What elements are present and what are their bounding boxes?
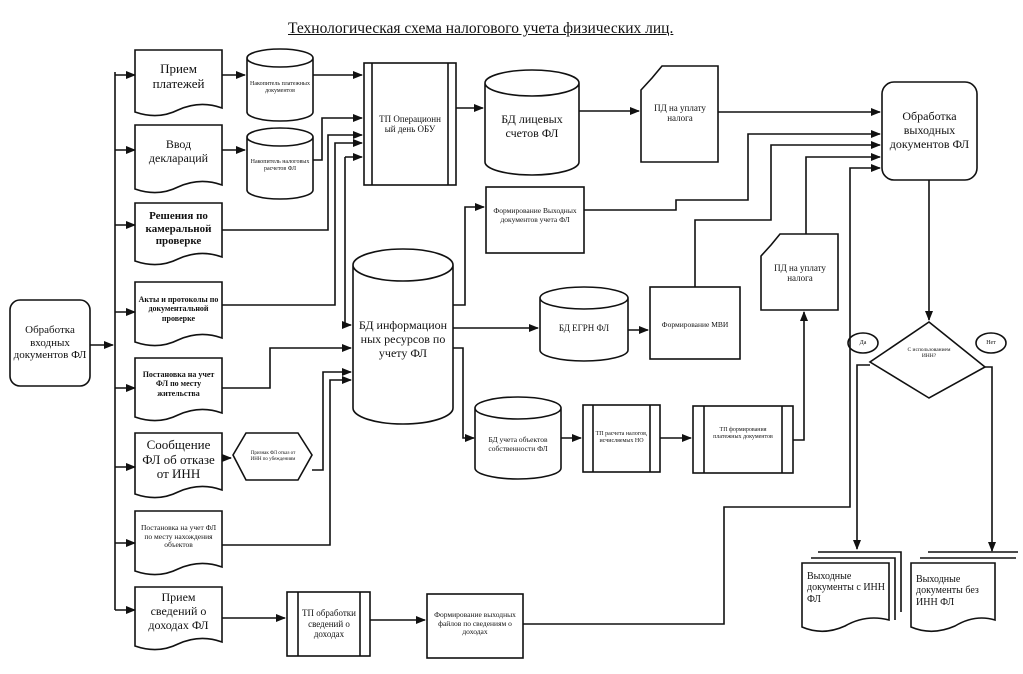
node-form-income-files — [426, 593, 524, 659]
node-reg-residence — [134, 357, 223, 422]
edge-paydocs-pd2 — [793, 311, 808, 441]
label-income-info: Прием сведений о доходах ФЛ — [148, 590, 209, 632]
label-camera-check: Решения по камеральной проверке — [145, 210, 212, 248]
edge-form-output — [584, 130, 881, 211]
label-pd-payment-2: ПД на уплату налога — [774, 262, 826, 283]
label-db-info: БД информацион ных ресурсов по учету ФЛ — [358, 318, 448, 360]
edge-tpday-dbinfo — [342, 157, 352, 329]
edge-form-output-2 — [523, 164, 881, 625]
label-tp-day: ТП Операционн ый день ОБУ — [379, 113, 441, 134]
node-pd-payment-1 — [640, 65, 719, 163]
node-decision — [868, 321, 987, 399]
label-payments-store: Накопитель платежных документов — [250, 81, 310, 94]
label-form-mvi: Формирование МВИ — [661, 319, 729, 329]
node-tp-income — [286, 591, 371, 657]
label-inn-refusal: Сообщение ФЛ об отказе от ИНН — [142, 436, 215, 482]
label-out-with-inn: Выходные документы с ИНН ФЛ — [807, 570, 885, 605]
node-db-property — [474, 396, 562, 480]
edge-dbinfo-property — [453, 347, 475, 442]
node-db-accounts — [484, 69, 580, 176]
edge-dstore-tpday — [313, 114, 363, 161]
label-yes: Да — [859, 339, 867, 346]
node-tp-day — [363, 62, 457, 186]
node-pd-payment-2 — [760, 233, 839, 311]
node-out-with-inn-back — [818, 551, 902, 612]
node-doc-check — [134, 281, 223, 347]
label-yes-ellipse — [847, 332, 879, 354]
label-no: Нет — [986, 339, 996, 346]
node-db-info — [352, 248, 454, 425]
label-out-without-inn: Выходные документы без ИНН ФЛ — [916, 573, 979, 608]
label-reg-objects: Постановка на учет ФЛ по месту нахождени… — [140, 523, 217, 550]
label-declarations: Ввод деклараций — [148, 137, 209, 165]
edge-reg-dbinfo — [222, 344, 352, 389]
label-declarations-store: Накопитель налоговых расчетов ФЛ — [250, 159, 310, 172]
label-tp-payment-docs: ТП формирования платежных документов — [713, 427, 773, 440]
label-db-accounts: БД лицевых счетов ФЛ — [501, 112, 563, 140]
edge-mvi-output — [694, 141, 881, 287]
label-no-ellipse — [975, 332, 1007, 354]
label-form-output-docs: Формирование Выходных документов учета Ф… — [493, 206, 577, 224]
edge-decision-no — [985, 366, 996, 552]
diagram-title: Технологическая схема налогового учета ф… — [288, 20, 674, 37]
label-refusal-sign: Признак ФЛ отказ от ИНН по убеждениям — [250, 451, 296, 462]
edge-doc-tpday — [222, 139, 363, 306]
label-form-income-files: Формирование выходных файлов по сведения… — [434, 610, 516, 637]
node-refusal-sign — [232, 432, 313, 481]
node-income-info — [134, 586, 223, 651]
node-out-without-inn — [910, 562, 996, 633]
label-doc-check: Акты и протоколы по документальной прове… — [138, 295, 219, 323]
node-db-egrn — [539, 286, 629, 362]
label-pd-payment-1: ПД на уплату налога — [654, 102, 706, 123]
node-payments-store — [246, 48, 314, 122]
label-tp-tax-calc: ТП расчета налогов, исчисляемых НО — [595, 431, 648, 444]
label-tp-income: ТП обработки сведений о доходах — [302, 608, 356, 640]
label-decision: С использованием ИНН? — [907, 346, 951, 359]
edge-camera-tpday — [222, 131, 363, 231]
edge-dbinfo-form — [453, 203, 485, 306]
node-declarations-store — [246, 127, 314, 200]
node-payments — [134, 49, 223, 117]
node-camera-check — [134, 202, 223, 266]
edge-regobj-dbinfo — [222, 376, 352, 546]
edge-refusal-dbinfo — [312, 368, 352, 471]
label-input-docs: Обработка входных документов ФЛ — [13, 324, 87, 362]
edge-pd2-output — [805, 153, 881, 234]
node-reg-objects — [134, 510, 223, 576]
node-out-with-inn-mid — [811, 557, 896, 620]
label-db-egrn: БД ЕГРН ФЛ — [558, 322, 610, 333]
node-input-docs — [9, 299, 91, 387]
label-db-property: БД учета объектов собственности ФЛ — [488, 435, 548, 453]
edge-decision-yes — [853, 364, 870, 550]
node-inn-refusal — [134, 432, 223, 499]
node-form-output-docs — [485, 186, 585, 254]
label-reg-residence: Постановка на учет ФЛ по месту жительств… — [142, 370, 215, 398]
node-out-with-inn — [801, 562, 890, 633]
label-payments: Прием платежей — [152, 61, 205, 91]
label-output-processing: Обработка выходных документов ФЛ — [889, 109, 970, 151]
node-declarations — [134, 124, 223, 194]
